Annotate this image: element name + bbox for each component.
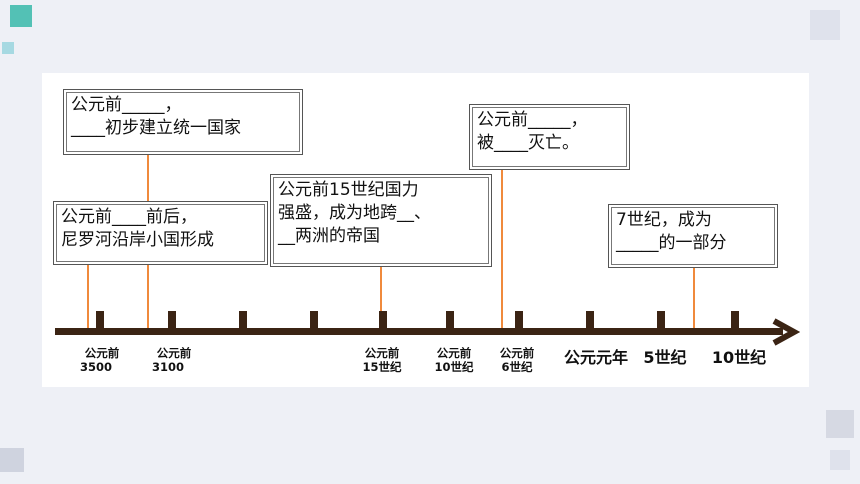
time-label-line: 5世纪 (643, 348, 687, 367)
event-box-line: 公元前____前后， (61, 207, 197, 227)
timeline-tick (379, 311, 387, 331)
event-box-line: 尼罗河沿岸小国形成 (61, 230, 214, 250)
time-label-3100bc: 公元前 3100 (152, 346, 196, 374)
event-box-line: 公元前15世纪国力 (278, 180, 419, 200)
time-label-10c: 10世纪 (708, 348, 770, 368)
time-label-line: 公元前 (499, 346, 535, 360)
time-label-line: 10世纪 (711, 348, 767, 367)
event-box-line: 7世纪，成为 (616, 210, 712, 230)
time-label-15c-bc: 公元前 15世纪 (357, 346, 407, 374)
time-label-line: 公元前 (84, 346, 120, 360)
connector-box-7c (693, 264, 695, 332)
connector-box-3500 (87, 262, 89, 332)
corner-decoration-bottom-left (0, 448, 24, 472)
event-box-destroyed: 公元前_____， 被____灭亡。 (469, 104, 630, 170)
arrow-right-icon (772, 318, 800, 346)
time-label-year-1: 公元元年 (564, 348, 628, 368)
event-box-empire: 公元前15世纪国力 强盛，成为地跨__、 __两洲的帝国 (270, 174, 492, 267)
event-box-line: 被____灭亡。 (477, 133, 579, 153)
corner-decoration-top-right (810, 10, 840, 40)
time-label-10c-bc: 公元前 10世纪 (427, 346, 481, 374)
time-label-5c: 5世纪 (636, 348, 694, 368)
time-label-6c-bc: 公元前 6世纪 (490, 346, 544, 374)
event-box-small-states: 公元前____前后， 尼罗河沿岸小国形成 (53, 201, 268, 265)
timeline-tick (239, 311, 247, 331)
time-label-line: 10世纪 (434, 360, 474, 374)
time-label-line: 3100 (152, 360, 185, 374)
timeline-axis (55, 328, 783, 335)
event-box-line: 公元前_____， (477, 110, 588, 130)
time-label-line: 公元前 (364, 346, 400, 360)
event-box-line: _____的一部分 (616, 233, 727, 253)
time-label-3500bc: 公元前 3500 (80, 346, 124, 374)
connector-box-15c (380, 266, 382, 332)
event-box-line: 强盛，成为地跨__、 (278, 203, 431, 223)
time-label-line: 6世纪 (501, 360, 533, 374)
time-label-line: 15世纪 (362, 360, 402, 374)
connector-box-6c (501, 168, 503, 332)
event-box-line: 公元前_____， (71, 95, 182, 115)
time-label-line: 3500 (80, 360, 113, 374)
timeline-tick (446, 311, 454, 331)
timeline-tick (310, 311, 318, 331)
time-label-line: 公元元年 (564, 348, 629, 367)
timeline-tick (657, 311, 665, 331)
timeline-tick (168, 311, 176, 331)
corner-decoration-top-left (2, 5, 32, 54)
event-box-line: __两洲的帝国 (278, 226, 380, 246)
timeline-tick (96, 311, 104, 331)
timeline-tick (586, 311, 594, 331)
timeline-tick (731, 311, 739, 331)
time-label-line: 公元前 (436, 346, 472, 360)
event-box-unification: 公元前_____， ____初步建立统一国家 (63, 89, 303, 155)
event-box-part-of: 7世纪，成为 _____的一部分 (608, 204, 778, 268)
event-box-line: ____初步建立统一国家 (71, 118, 241, 138)
corner-decoration-bottom-right (826, 410, 854, 470)
timeline-tick (515, 311, 523, 331)
time-label-line: 公元前 (156, 346, 192, 360)
